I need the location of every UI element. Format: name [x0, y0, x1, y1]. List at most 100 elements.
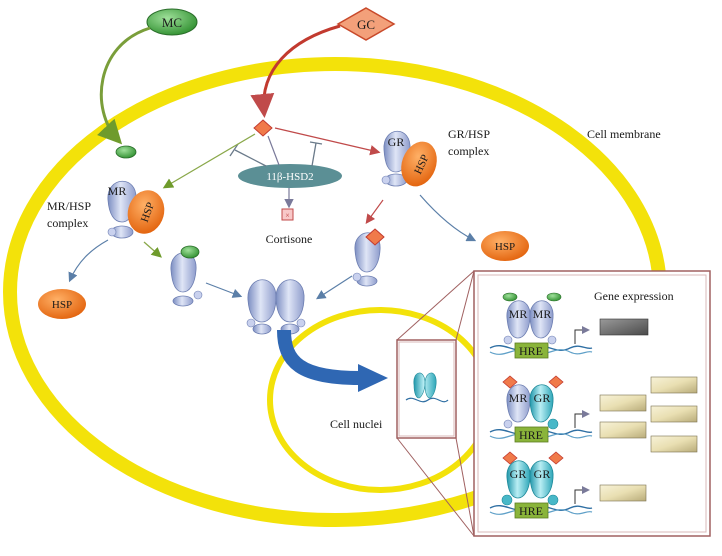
- gr-activation-arrow: [365, 199, 384, 224]
- gc-intracellular-icon: [253, 119, 273, 137]
- gene-expression-inset: Gene expression MR MR HRE: [473, 270, 711, 537]
- gr-to-dimer-arrow: [315, 275, 353, 300]
- gr-bound-knob: [352, 272, 362, 282]
- row3-gc-right: [548, 451, 564, 465]
- cell-nuclei-label: Cell nuclei: [330, 417, 383, 431]
- mr-hsp-complex-label-1: MR/HSP: [47, 199, 91, 213]
- cortisone-symbol: ×: [285, 211, 290, 220]
- mc-ligand-icon: [146, 8, 198, 36]
- nuclear-translocation-arrowhead: [358, 364, 388, 392]
- nucleus-zoom-box: [396, 339, 457, 439]
- mc-bound-icon: [180, 245, 200, 259]
- dimer-right-receptor: [275, 279, 305, 323]
- row2-gene-product-4: [650, 405, 698, 423]
- row1-knob-right: [547, 335, 557, 345]
- row3-dna-2: [489, 509, 593, 515]
- hsp-released-left-label: HSP: [52, 299, 72, 311]
- gr-receptor-knob: [381, 175, 391, 185]
- mr-hsp-complex: MR HSP: [107, 180, 165, 239]
- gc-to-mr-arrow: [162, 133, 256, 189]
- row2-gene-product-5: [650, 435, 698, 453]
- mr-mc-bound: [170, 245, 203, 307]
- dimer-left-receptor: [247, 279, 277, 323]
- mr-hsp-complex-label-2: complex: [47, 216, 88, 230]
- gc-ligand-icon: [336, 7, 396, 41]
- row1-mc-left: [502, 292, 518, 302]
- row2-dna: [489, 429, 593, 435]
- hsp-on-gr-icon: [401, 141, 437, 187]
- mini-dimer: [413, 372, 437, 399]
- inset-row-mr-mr: MR MR HRE: [489, 292, 649, 359]
- enzyme-label: 11β-HSD2: [266, 171, 313, 183]
- row1-dna: [489, 345, 593, 351]
- cortisone-icon: [281, 208, 294, 221]
- row3-knob-right: [547, 494, 559, 506]
- mr-hsp-mr-label: MR: [108, 184, 127, 198]
- nuclear-translocation-arrow: [277, 329, 361, 385]
- gc-to-gr-arrow: [274, 127, 381, 156]
- row1-right-receptor: [529, 300, 554, 339]
- row2-mr-label: MR: [509, 391, 528, 405]
- cortisone-label: Cortisone: [266, 232, 313, 246]
- zoom-line-top: [455, 270, 475, 341]
- row3-gr-right-label: GR: [534, 467, 551, 481]
- row1-hre-box: [514, 342, 549, 359]
- gr-hsp-complex-label-2: complex: [448, 144, 489, 158]
- dimer-left-knob: [246, 318, 256, 328]
- enzyme-11b-hsd2: [238, 164, 342, 188]
- zoom-line-left-top: [396, 270, 475, 341]
- row2-gr-label: GR: [534, 391, 551, 405]
- row1-hre-label: HRE: [519, 344, 543, 358]
- row2-hre-box: [514, 426, 549, 443]
- zoom-line-bottom: [455, 437, 475, 537]
- gc-entry-arrow: [250, 24, 341, 118]
- row2-right-receptor: [529, 384, 554, 423]
- gc-bound-icon: [365, 228, 385, 246]
- zoom-line-left-bottom: [396, 437, 475, 537]
- mr-bound-receptor: [170, 252, 197, 293]
- row3-gc-left: [502, 451, 518, 465]
- hsp-released-left-icon: [38, 289, 86, 319]
- gr-hsp-complex-label-1: GR/HSP: [448, 127, 490, 141]
- row1-dna-2: [489, 349, 593, 355]
- cell-membrane-label: Cell membrane: [587, 127, 661, 141]
- row2-gene-product-1: [599, 394, 647, 412]
- row3-hre-label: HRE: [519, 504, 543, 518]
- hsp-released-right-icon: [481, 231, 529, 261]
- inhibition-bar-left: [229, 143, 239, 157]
- row3-gr-left-label: GR: [510, 467, 527, 481]
- hsp-on-mr-icon: [127, 190, 165, 234]
- gr-hsp-gr-label: GR: [388, 135, 405, 149]
- mr-to-dimer-arrow: [205, 282, 243, 298]
- row3-knob-left: [501, 494, 513, 506]
- inhibition-line-left: [234, 149, 267, 167]
- mc-label: MC: [162, 15, 182, 30]
- row2-knob-right: [547, 418, 559, 430]
- inset-row-mr-gr: MR GR HRE: [489, 375, 698, 453]
- row3-dna: [489, 505, 593, 511]
- row2-gene-product-3: [650, 376, 698, 394]
- row2-gc-left: [502, 375, 518, 389]
- row3-left-receptor: [506, 460, 531, 499]
- row3-gene-product-1: [599, 484, 647, 502]
- row1-gene-product-1: [599, 318, 649, 336]
- row2-hre-label: HRE: [519, 428, 543, 442]
- row3-hre-box: [514, 502, 549, 519]
- gr-hsp-release-arrow: [419, 194, 477, 242]
- row2-transcription-arrow: [574, 410, 590, 428]
- mr-bound-knob: [193, 290, 203, 300]
- gc-label: GC: [357, 17, 375, 32]
- row2-dna-2: [489, 433, 593, 439]
- row3-transcription-arrow: [574, 486, 590, 504]
- row2-knob-left: [503, 419, 513, 429]
- row1-mc-right: [546, 292, 562, 302]
- mini-dna: [405, 397, 449, 403]
- mc-free-icon: [115, 145, 137, 159]
- inhibition-line-right: [311, 142, 317, 167]
- row1-transcription-arrow: [574, 326, 590, 344]
- row2-gene-product-2: [599, 421, 647, 439]
- mr-bound-base: [172, 295, 194, 307]
- row2-gc-right: [548, 375, 564, 389]
